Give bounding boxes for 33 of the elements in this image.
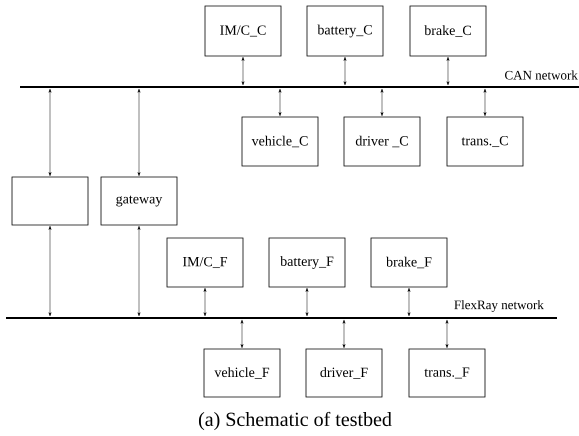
caption: (a) Schematic of testbed: [198, 412, 392, 430]
arrow: [240, 320, 244, 348]
arrow: [408, 288, 410, 316]
arrow: [342, 320, 346, 348]
ecu-box: [12, 176, 88, 226]
arrow: [48, 88, 52, 176]
ecu-box: gateway: [100, 176, 178, 226]
arrow: [446, 320, 448, 348]
arrow: [204, 288, 206, 316]
ecu-box: trans._F: [408, 348, 486, 398]
arrow: [242, 56, 244, 86]
ecu-box: trans._C: [446, 116, 524, 166]
ecu-box: driver_F: [306, 348, 382, 398]
arrow: [344, 56, 346, 86]
ecu-box: driver _C: [344, 116, 420, 166]
network-label: CAN network: [505, 70, 578, 80]
ecu-box: brake_F: [370, 238, 448, 288]
arrow: [278, 88, 282, 116]
arrow: [48, 226, 52, 316]
arrow: [306, 288, 308, 316]
ecu-box: IM/C_C: [204, 6, 282, 56]
ecu-box: battery_C: [306, 6, 384, 56]
ecu-box: vehicle_C: [242, 116, 318, 166]
arrow: [446, 56, 450, 86]
ecu-box: vehicle_F: [204, 348, 280, 398]
arrow: [138, 226, 140, 316]
arrow: [138, 88, 140, 176]
ecu-box: brake_C: [410, 6, 486, 56]
network-label: FlexRay network: [454, 300, 544, 312]
arrow: [380, 88, 384, 116]
ecu-box: battery_F: [268, 238, 346, 288]
arrow: [484, 88, 486, 116]
ecu-box: IM/C_F: [166, 238, 244, 288]
